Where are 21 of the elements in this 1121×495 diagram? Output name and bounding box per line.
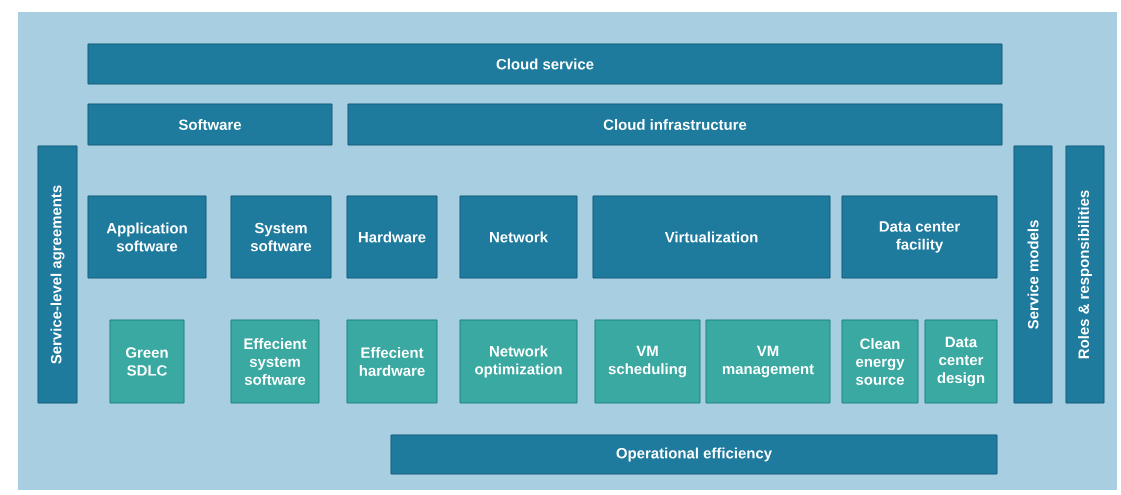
- label-box: Software: [87, 103, 333, 146]
- label-box: Effecient hardware: [346, 319, 438, 404]
- label-box: Application software: [87, 195, 207, 279]
- label-box: Effecient system software: [230, 319, 320, 404]
- label-box: Operational efficiency: [390, 434, 998, 475]
- label-box: Clean energy source: [841, 319, 919, 404]
- label-box: Network optimization: [459, 319, 578, 404]
- label-box: Network: [459, 195, 578, 279]
- label-box: Data center design: [924, 319, 998, 404]
- label-box: Cloud service: [87, 43, 1003, 85]
- label-box: System software: [230, 195, 332, 279]
- label-box: Hardware: [346, 195, 438, 279]
- label-box: Virtualization: [592, 195, 831, 279]
- label-box: VM scheduling: [594, 319, 701, 404]
- vertical-band: Service-level agreements: [37, 145, 78, 404]
- label-box: VM management: [705, 319, 831, 404]
- label-box: Cloud infrastructure: [347, 103, 1003, 146]
- label-box: Green SDLC: [109, 319, 185, 404]
- vertical-band: Roles & responsibilities: [1065, 145, 1105, 404]
- label-box: Data center facility: [841, 195, 998, 279]
- vertical-band: Service models: [1013, 145, 1053, 404]
